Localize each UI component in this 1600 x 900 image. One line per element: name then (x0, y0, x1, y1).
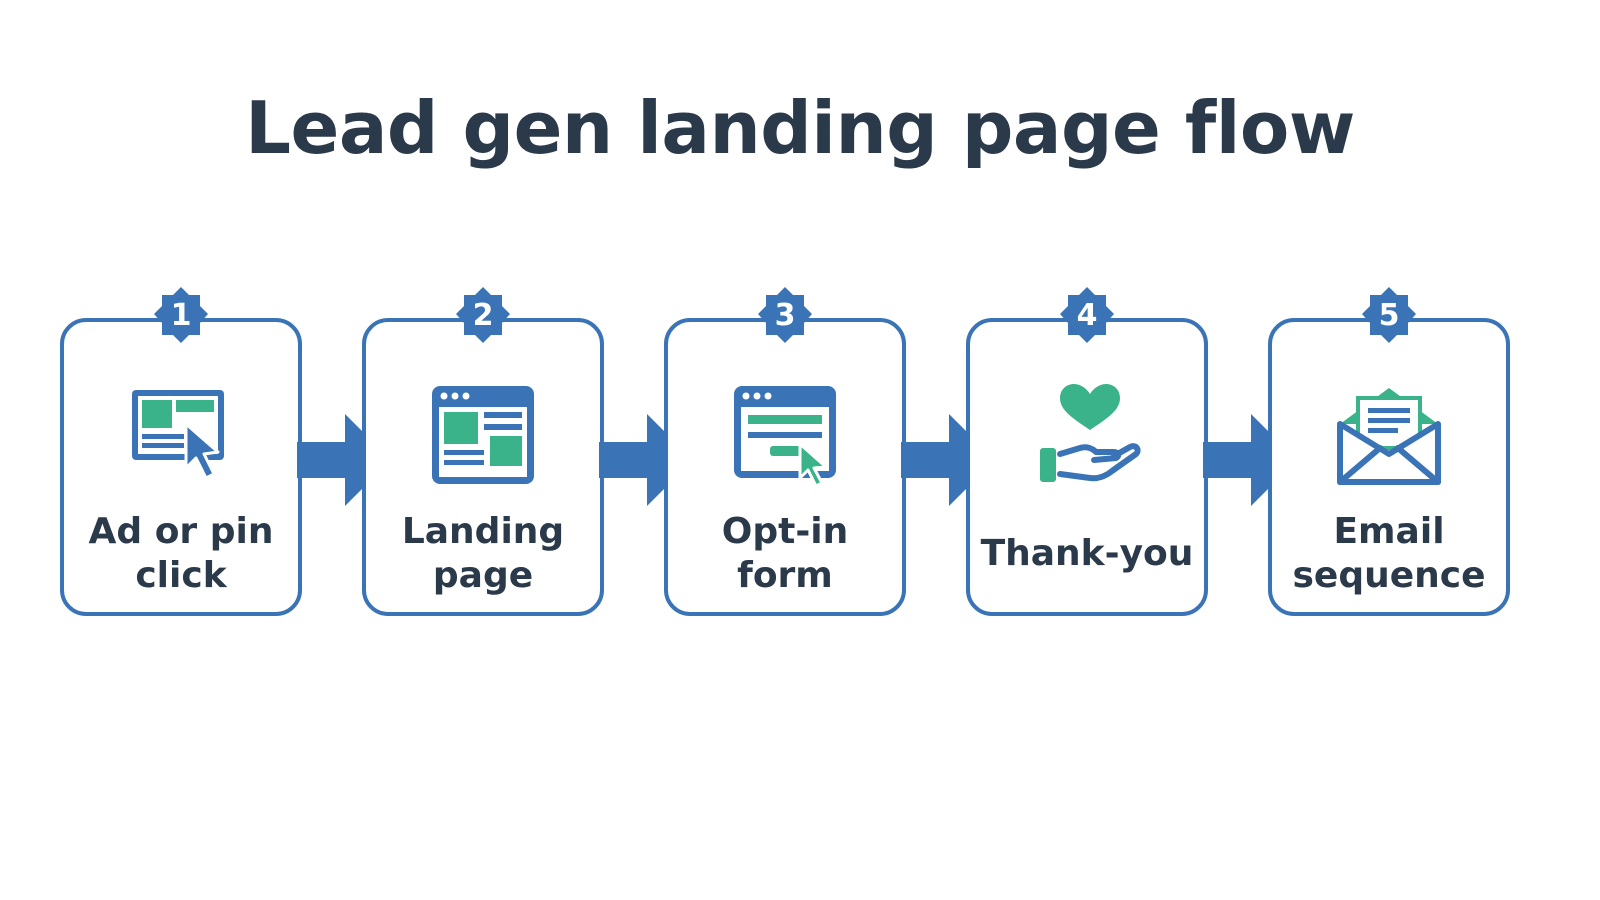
step-label: Thank-you (980, 533, 1194, 574)
step-badge: 1 (151, 286, 211, 346)
envelope-icon (1334, 380, 1444, 490)
step-card-2: 2 Landing page (362, 287, 604, 616)
step-label: Ad or pin click (88, 511, 274, 596)
step-number: 4 (1076, 298, 1098, 333)
step-number: 1 (170, 298, 192, 333)
step-label: Landing page (401, 511, 565, 596)
landing-page-icon (428, 380, 538, 490)
ad-click-icon (126, 380, 236, 490)
step-badge: 3 (755, 286, 815, 346)
step-card-4: 4 Thank-you (966, 287, 1208, 616)
step-card-3: 3 Opt-in form (664, 287, 906, 616)
step-label: Opt-in form (721, 511, 849, 596)
heart-hand-icon (1032, 380, 1142, 490)
step-card-5: 5 Email sequence (1268, 287, 1510, 616)
step-number: 2 (472, 298, 494, 333)
step-number: 5 (1378, 298, 1400, 333)
step-card-1: 1 Ad or pin click (60, 287, 302, 616)
step-number: 3 (774, 298, 796, 333)
step-badge: 5 (1359, 286, 1419, 346)
step-label: Email sequence (1292, 511, 1486, 596)
opt-in-form-icon (730, 380, 840, 490)
step-badge: 4 (1057, 286, 1117, 346)
step-badge: 2 (453, 286, 513, 346)
page-title: Lead gen landing page flow (245, 86, 1355, 170)
